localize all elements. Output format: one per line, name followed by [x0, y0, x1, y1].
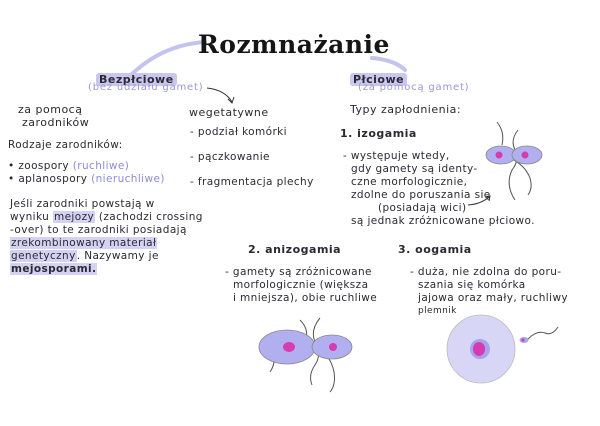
isogamy-gametes-illustration	[485, 121, 543, 201]
vegetative-item: - podział komórki	[190, 126, 287, 138]
oogamy-illustration	[446, 314, 559, 384]
list-item: • zoospory (ruchliwe)	[8, 160, 130, 172]
vegetative-heading: wegetatywne	[189, 106, 269, 119]
arrow-left	[206, 87, 233, 103]
list-item: • aplanospory (nieruchliwe)	[8, 173, 165, 185]
iso-arrow-head	[484, 195, 491, 202]
isogamy-title: 1. izogamia	[340, 127, 417, 140]
arrow-left-head	[227, 96, 235, 104]
title-arc-left	[126, 40, 207, 80]
spores-heading: za pomocą zarodników	[18, 103, 90, 129]
asexual-heading-wrap: Bezpłciowe	[96, 68, 177, 87]
asexual-heading: Bezpłciowe	[96, 73, 177, 86]
iso-arrow	[467, 195, 491, 206]
anisogamy-text: - gamety są zróżnicowane morfologicznie …	[225, 266, 378, 304]
meiosis-paragraph: Jeśli zarodniki powstają w wyniku mejozy…	[10, 198, 203, 275]
fertilization-types-label: Typy zapłodnienia:	[350, 103, 462, 116]
oogamy-title: 3. oogamia	[398, 243, 472, 256]
sexual-subheading: (za pomocą gamet)	[358, 82, 470, 93]
title-arc-right	[370, 56, 407, 72]
vegetative-item: - fragmentacja plechy	[190, 176, 314, 188]
sexual-heading: Płciowe	[350, 73, 408, 86]
anisogamy-title: 2. anizogamia	[248, 243, 342, 256]
sexual-heading-wrap: Płciowe	[350, 68, 408, 87]
anisogamy-gametes-illustration	[258, 317, 353, 393]
spore-list: • zoospory (ruchliwe) • aplanospory (nie…	[8, 160, 165, 186]
isogamy-text: - występuje wtedy, gdy gamety są identy-…	[343, 150, 535, 227]
asexual-subheading: (bez udziału gamet)	[88, 82, 204, 93]
oogamy-text: - duża, nie zdolna do poru- szania się k…	[410, 266, 569, 316]
vegetative-item: - pączkowanie	[190, 151, 270, 163]
page-title: Rozmnażanie	[198, 30, 390, 59]
spores-label: Rodzaje zarodników:	[8, 139, 123, 151]
